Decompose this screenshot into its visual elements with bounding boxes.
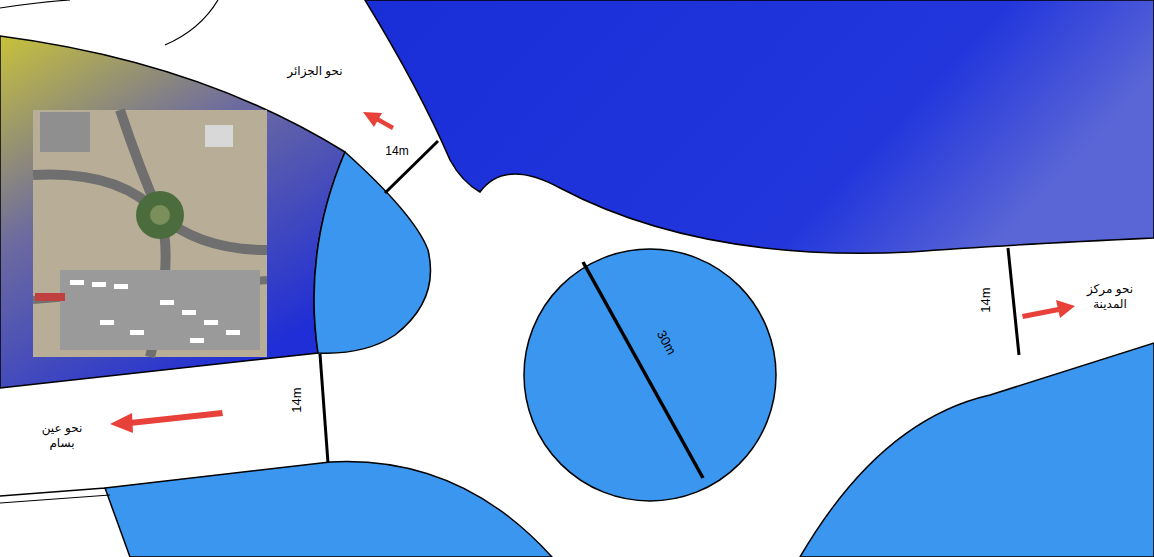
island-outline (522, 247, 778, 503)
left-zone (0, 36, 345, 388)
direction-label: نحو الجزائر (270, 64, 360, 79)
dimension-line (320, 354, 328, 463)
aerial-inset (33, 110, 267, 357)
central-island: 30m (522, 247, 778, 503)
dimension-label: 14m (377, 144, 417, 159)
road-edge (0, 0, 70, 8)
corner-block (0, 462, 552, 557)
building-block (365, 0, 1154, 253)
splitter-island (314, 152, 430, 353)
dimension-line (1008, 248, 1019, 355)
road-edge (0, 495, 110, 503)
dimension-label: 14m (978, 287, 994, 312)
road-edge (165, 0, 218, 45)
corner-block (800, 343, 1154, 557)
direction-label: نحو مركز المدينة (1075, 282, 1145, 312)
direction-label: نحو عين بسام (32, 421, 92, 451)
dimension-label: 14m (289, 387, 305, 412)
